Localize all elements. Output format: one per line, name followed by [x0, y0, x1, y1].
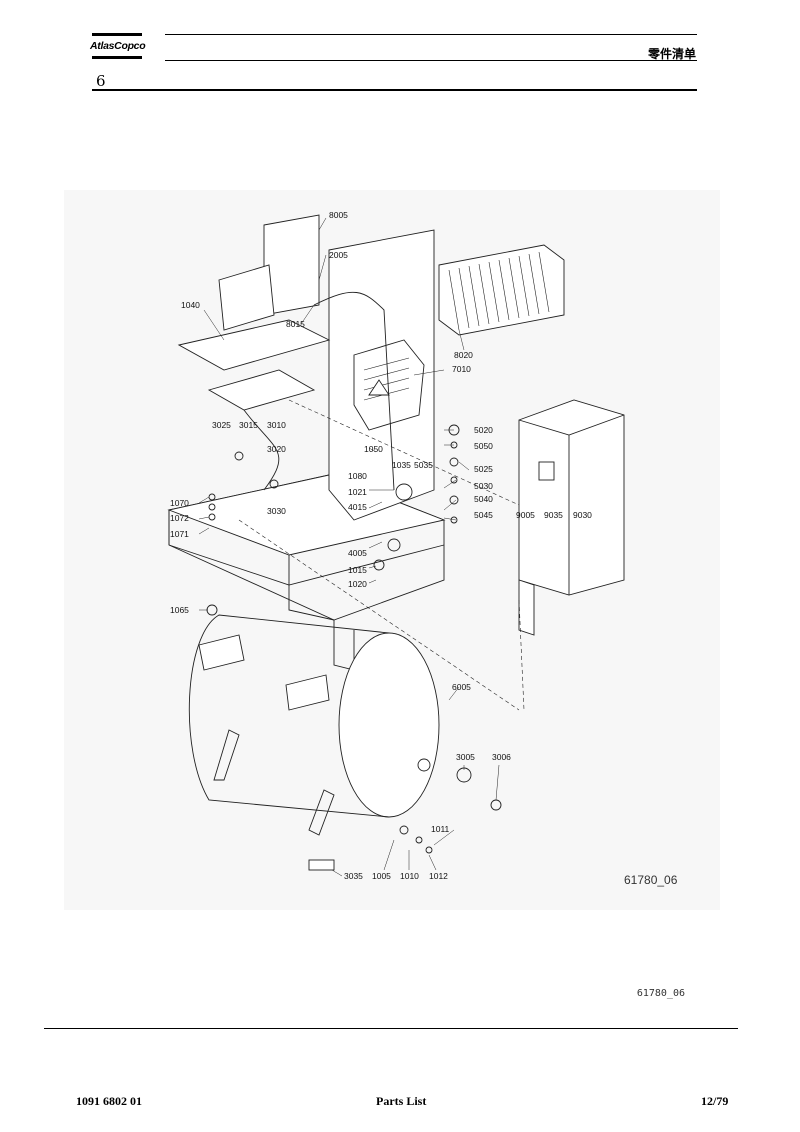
part-label: 1080	[348, 471, 367, 481]
part-label: 1065	[170, 605, 189, 615]
logo-bar-top	[92, 33, 142, 36]
part-label: 3005	[456, 752, 475, 762]
document-number: 1091 6802 01	[76, 1094, 142, 1108]
part-label: 4005	[348, 548, 367, 558]
part-label: 1010	[400, 871, 419, 881]
part-label: 4015	[348, 502, 367, 512]
part-label: 3020	[267, 444, 286, 454]
header-rule-top	[165, 34, 697, 35]
part-label: 1072	[170, 513, 189, 523]
atlas-copco-logo: AtlasCopco	[90, 40, 146, 52]
part-label: 1050	[364, 444, 383, 454]
section-number: 6	[96, 72, 106, 90]
part-label: 5025	[474, 464, 493, 474]
part-label: 3030	[267, 506, 286, 516]
logo-bar-bottom	[92, 56, 142, 59]
part-label: 1012	[429, 871, 448, 881]
part-label: 5030	[474, 481, 493, 491]
part-label: 8015	[286, 319, 305, 329]
part-label: 3015	[239, 420, 258, 430]
part-label: 1005	[372, 871, 391, 881]
part-label: 1035	[392, 460, 411, 470]
part-label: 1071	[170, 529, 189, 539]
header-rule-bottom	[92, 89, 697, 91]
part-label: 7010	[452, 364, 471, 374]
part-label: 1021	[348, 487, 367, 497]
part-label: 3035	[344, 871, 363, 881]
part-label: 8005	[329, 210, 348, 220]
part-label: 5020	[474, 425, 493, 435]
part-label: 1015	[348, 565, 367, 575]
part-label: 5040	[474, 494, 493, 504]
part-label: 5050	[474, 441, 493, 451]
parts-diagram: 8005 2005 1040 8015 8020 7010 3025 3015 …	[167, 210, 678, 887]
part-label: 1011	[431, 824, 450, 834]
document-title: 零件清单	[647, 47, 696, 61]
part-label: 3006	[492, 752, 511, 762]
part-label: 9035	[544, 510, 563, 520]
part-label: 3025	[212, 420, 231, 430]
part-label: 1040	[181, 300, 200, 310]
part-label: 3010	[267, 420, 286, 430]
part-label: 5045	[474, 510, 493, 520]
part-label: 9005	[516, 510, 535, 520]
header-rule-mid	[165, 60, 697, 61]
part-label: 5035	[414, 460, 433, 470]
footer-rule	[44, 1028, 738, 1029]
part-label: 1020	[348, 579, 367, 589]
part-label: 1070	[170, 498, 189, 508]
part-label: 2005	[329, 250, 348, 260]
drawing-ref-number: 61780_06	[624, 873, 678, 887]
page-number: 12/79	[701, 1094, 729, 1108]
part-label: 6005	[452, 682, 471, 692]
part-label: 8020	[454, 350, 473, 360]
footer-title: Parts List	[376, 1094, 427, 1108]
figure-reference: 61780_06	[636, 988, 685, 999]
part-label: 9030	[573, 510, 592, 520]
exploded-view-drawing: 8005 2005 1040 8015 8020 7010 3025 3015 …	[64, 190, 720, 910]
